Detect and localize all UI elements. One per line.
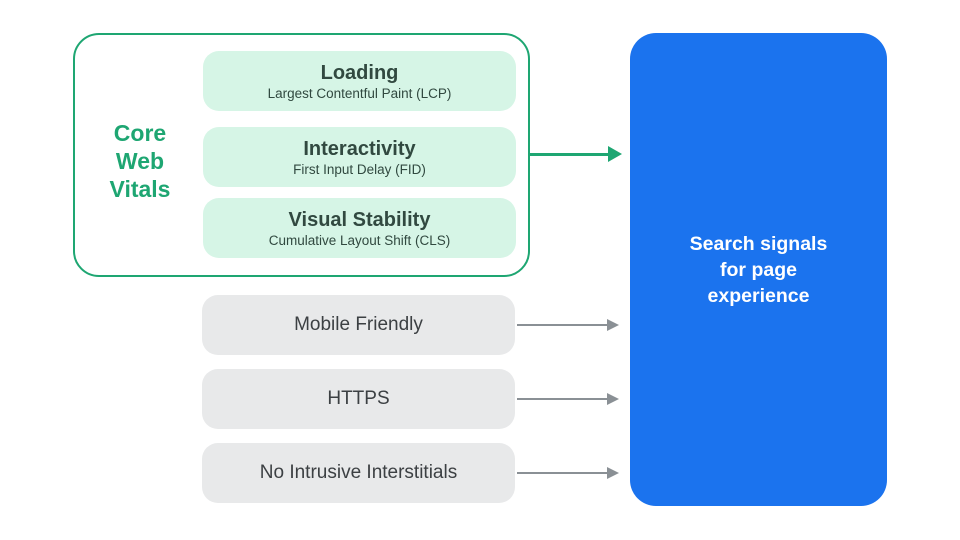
signal-card-https: HTTPS <box>202 369 515 429</box>
signal-label: Mobile Friendly <box>294 314 423 335</box>
arrow-head-icon <box>607 467 619 479</box>
vital-subtitle: Cumulative Layout Shift (CLS) <box>268 232 451 248</box>
vital-subtitle: Largest Contentful Paint (LCP) <box>267 85 452 101</box>
arrow-head-icon <box>607 319 619 331</box>
arrow-line <box>517 398 609 400</box>
core-web-vitals-group: Core Web Vitals Loading Largest Contentf… <box>73 33 530 277</box>
no-intrusive-interstitials-arrow <box>517 467 621 479</box>
arrow-line <box>517 324 609 326</box>
vital-title: Visual Stability <box>288 208 431 231</box>
arrow-line <box>517 472 609 474</box>
https-arrow <box>517 393 621 405</box>
search-signals-box: Search signals for page experience <box>630 33 887 506</box>
signal-card-mobile-friendly: Mobile Friendly <box>202 295 515 355</box>
arrow-line <box>530 153 610 156</box>
arrow-head-icon <box>608 146 622 162</box>
core-web-vitals-arrow <box>530 146 624 163</box>
signal-label: No Intrusive Interstitials <box>259 462 458 483</box>
vital-title: Interactivity <box>303 137 416 160</box>
signal-label: HTTPS <box>327 388 390 409</box>
core-web-vitals-label: Core Web Vitals <box>109 120 171 202</box>
vital-card-loading: Loading Largest Contentful Paint (LCP) <box>203 51 516 111</box>
arrow-head-icon <box>607 393 619 405</box>
search-signals-label: Search signals for page experience <box>689 232 828 307</box>
signal-card-no-intrusive-interstitials: No Intrusive Interstitials <box>202 443 515 503</box>
vital-card-visual-stability: Visual Stability Cumulative Layout Shift… <box>203 198 516 258</box>
vital-title: Loading <box>320 61 399 84</box>
vital-subtitle: First Input Delay (FID) <box>293 161 426 177</box>
mobile-friendly-arrow <box>517 319 621 331</box>
vital-card-interactivity: Interactivity First Input Delay (FID) <box>203 127 516 187</box>
